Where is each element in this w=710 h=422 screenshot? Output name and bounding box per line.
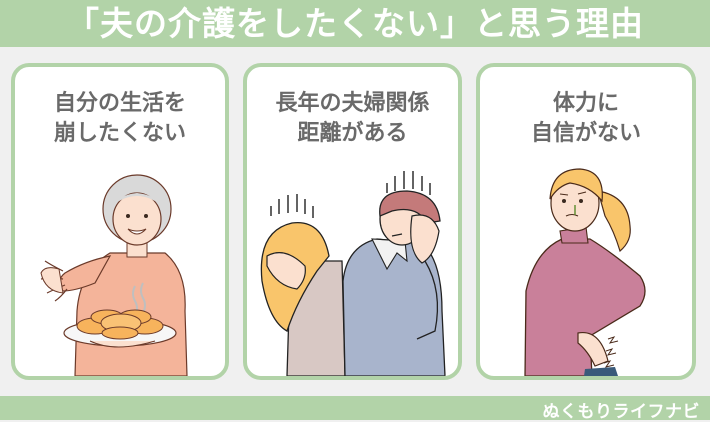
elderly-woman-serving-food-icon [40, 174, 188, 376]
reason-card-relationship: 長年の夫婦関係 距離がある [243, 63, 462, 380]
reason-card-stamina: 体力に 自信がない [476, 63, 696, 380]
footer-bar: ぬくもりライフナビ [0, 396, 710, 422]
card-heading: 体力に 自信がない [480, 89, 692, 149]
card-heading-line2: 自信がない [530, 121, 641, 146]
title-bar: 「夫の介護をしたくない」と思う理由 [0, 0, 710, 47]
card-heading-line1: 長年の夫婦関係 [275, 91, 430, 116]
page-title: 「夫の介護をしたくない」と思う理由 [66, 4, 644, 43]
distressed-couple-back-to-back-icon [260, 171, 446, 376]
card-heading-line1: 体力に [552, 91, 619, 116]
card-heading: 自分の生活を 崩したくない [15, 89, 225, 149]
card-heading-line2: 崩したくない [53, 121, 186, 146]
card-heading-line1: 自分の生活を [53, 91, 186, 116]
card-heading-line2: 距離がある [297, 121, 408, 146]
card-heading: 長年の夫婦関係 距離がある [247, 89, 458, 149]
reason-card-lifestyle: 自分の生活を 崩したくない [11, 63, 229, 380]
woman-with-back-pain-icon [524, 168, 646, 376]
brand-label: ぬくもりライフナビ [542, 402, 700, 422]
